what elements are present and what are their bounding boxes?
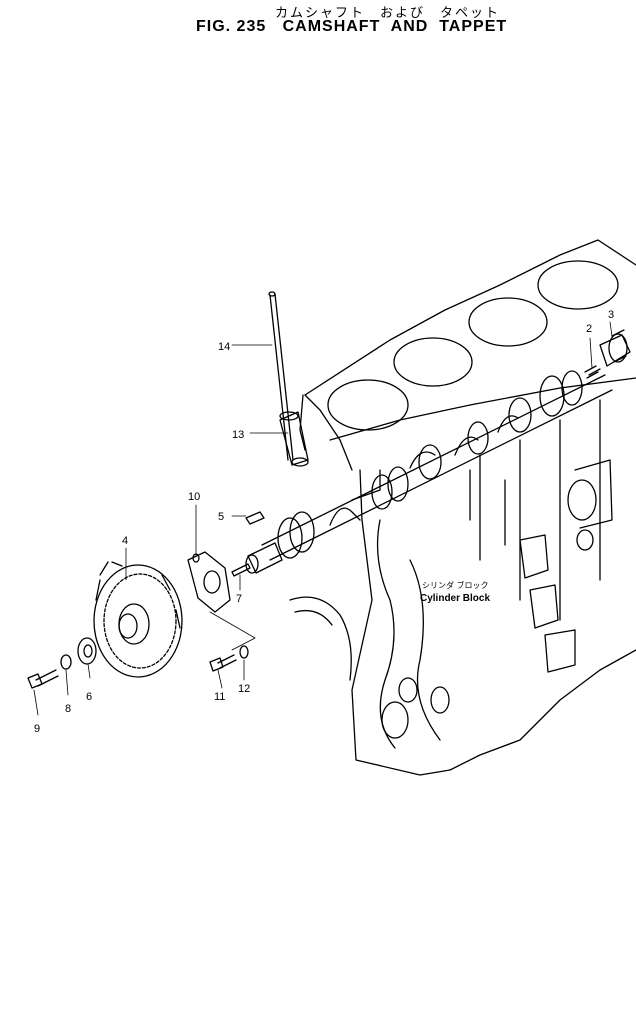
callout-7: 7: [236, 593, 242, 605]
camshaft-rear-plug: [584, 365, 601, 379]
callout-8: 8: [65, 703, 71, 715]
plate-bolt: [209, 654, 237, 672]
lock-washer: [60, 654, 72, 670]
pin: [231, 563, 251, 577]
callout-13: 13: [232, 429, 244, 441]
callout-labels: 2 3 4 5 6 7 8 9 10 11 12 13 14 シリンダ ブロック…: [34, 309, 614, 735]
push-rod: [268, 291, 294, 461]
callout-5: 5: [218, 511, 224, 523]
tappet: [279, 411, 309, 467]
callout-11: 11: [214, 691, 225, 703]
camshaft: [245, 370, 613, 574]
figure-title: FIG. 235 CAMSHAFT AND TAPPET: [196, 18, 508, 35]
callout-12: 12: [238, 683, 250, 695]
thrust-washer: [77, 637, 97, 665]
callout-2: 2: [586, 323, 592, 335]
cam-gear: [93, 561, 183, 678]
callout-9: 9: [34, 723, 40, 735]
rear-cap: [599, 329, 631, 367]
gear-bolt: [27, 669, 59, 689]
callout-10: 10: [188, 491, 200, 503]
woodruff-key: [245, 511, 265, 525]
leader-lines: [33, 321, 613, 716]
thrust-plate: [187, 551, 231, 613]
cylinder-block: [289, 239, 636, 776]
cylinder-block-label: Cylinder Block: [420, 593, 490, 604]
figure-title-japanese: カムシャフト および タペット: [275, 6, 501, 21]
callout-6: 6: [86, 691, 92, 703]
callout-4: 4: [122, 535, 128, 547]
cylinder-block-label-jp: シリンダ ブロック: [422, 580, 489, 590]
callout-14: 14: [218, 341, 230, 353]
plate-washer: [239, 645, 249, 659]
callout-3: 3: [608, 309, 614, 321]
